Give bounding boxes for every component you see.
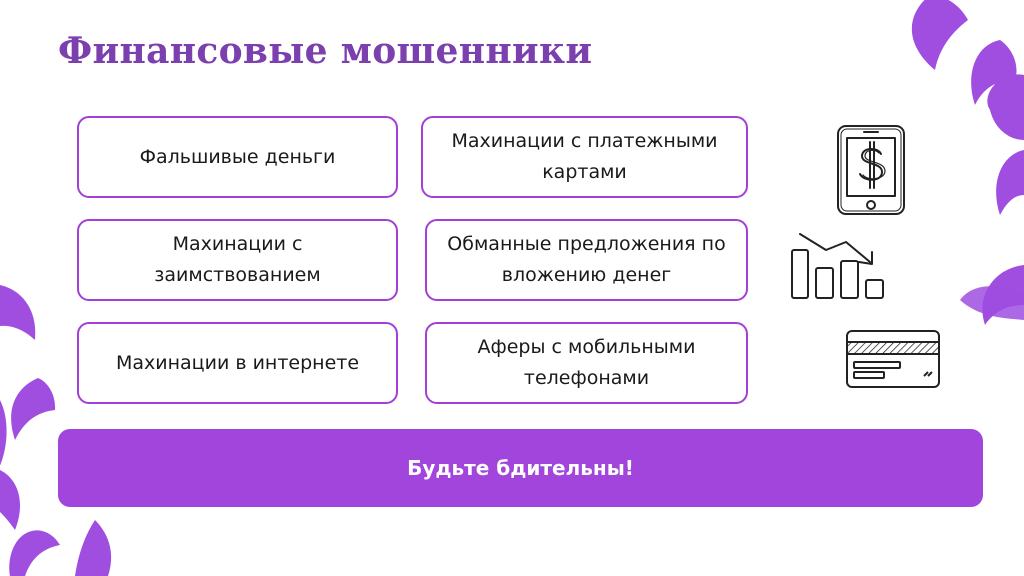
credit-card-icon xyxy=(846,330,940,388)
banner-label: Будьте бдительны! xyxy=(407,456,634,480)
declining-bar-chart-icon xyxy=(791,233,884,299)
card-label: Махинации в интернете xyxy=(115,351,360,374)
card-mobile-fraud: Аферы с мобильными телефонами xyxy=(425,322,748,404)
card-label: Аферы с мобильными телефонами xyxy=(477,336,696,389)
card-internet-fraud: Махинации в интернете xyxy=(77,322,398,404)
card-borrowing-fraud: Махинации с заимствованием xyxy=(77,219,398,301)
card-fake-money: Фальшивые деньги xyxy=(77,116,398,198)
card-label: Махинации с заимствованием xyxy=(154,233,321,286)
card-investment-fraud: Обманные предложения по вложению денег xyxy=(425,219,748,301)
phone-dollar-icon xyxy=(837,125,905,215)
card-label: Махинации с платежными картами xyxy=(451,130,718,183)
card-payment-card-fraud: Махинации с платежными картами xyxy=(421,116,748,198)
card-label: Обманные предложения по вложению денег xyxy=(447,233,726,286)
card-label: Фальшивые деньги xyxy=(139,145,336,168)
slide-title: Финансовые мошенники xyxy=(58,30,593,72)
warning-banner: Будьте бдительны! xyxy=(58,429,983,507)
